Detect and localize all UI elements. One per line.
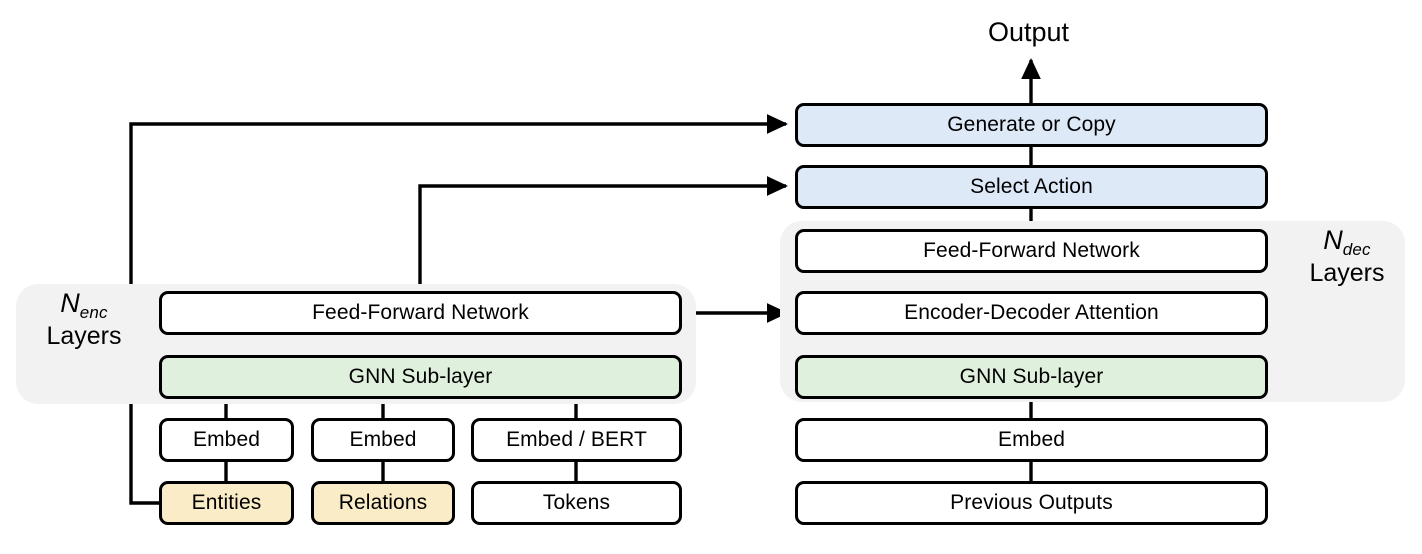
output-label: Output	[988, 17, 1070, 47]
select-action-box[interactable]: Select Action	[795, 165, 1268, 209]
tokens-box[interactable]: Tokens	[471, 481, 682, 525]
decoder-gnn-sublayer-box[interactable]: GNN Sub-layer	[795, 355, 1268, 399]
encoder-layers-text: Layers	[46, 322, 122, 351]
decoder-layers-text: Layers	[1309, 259, 1385, 288]
previous-outputs-box[interactable]: Previous Outputs	[795, 481, 1268, 525]
encoder-group-label: Nenc Layers	[24, 288, 144, 350]
embed-relations-box[interactable]: Embed	[311, 418, 455, 462]
decoder-feed-forward-network-box[interactable]: Feed-Forward Network	[795, 229, 1268, 273]
embed-entities-box[interactable]: Embed	[159, 418, 294, 462]
encoder-n-symbol: N	[60, 288, 80, 318]
embed-tokens-box[interactable]: Embed / BERT	[471, 418, 682, 462]
relations-box[interactable]: Relations	[311, 481, 455, 525]
encoder-feed-forward-network-box[interactable]: Feed-Forward Network	[159, 291, 682, 335]
connector-encoder-ffn-to-select	[418, 176, 789, 291]
entities-box[interactable]: Entities	[159, 481, 294, 525]
decoder-n-symbol: N	[1323, 225, 1343, 255]
decoder-n-subscript: dec	[1342, 240, 1371, 259]
encoder-decoder-attention-box[interactable]: Encoder-Decoder Attention	[795, 291, 1268, 335]
decoder-group-label: Ndec Layers	[1288, 225, 1406, 287]
encoder-gnn-sublayer-box[interactable]: GNN Sub-layer	[159, 355, 682, 399]
generate-or-copy-box[interactable]: Generate or Copy	[795, 103, 1268, 147]
encoder-n-subscript: enc	[79, 303, 108, 322]
decoder-embed-box[interactable]: Embed	[795, 418, 1268, 462]
